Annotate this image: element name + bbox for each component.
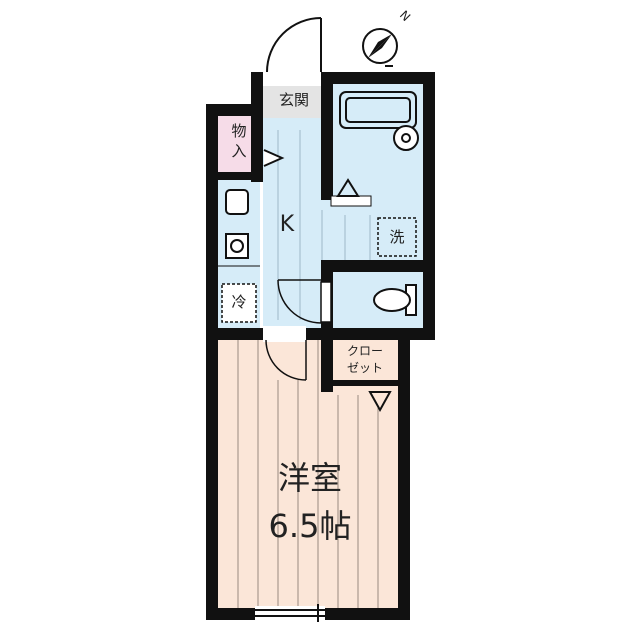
storage-label-2: 入 <box>231 142 247 160</box>
fridge-box <box>221 283 257 323</box>
toilet-icon <box>373 284 417 316</box>
washer-label: 洗 <box>389 228 405 246</box>
entrance-floor <box>263 84 323 118</box>
fridge-label: 冷 <box>231 293 247 311</box>
kitchen-sink <box>225 189 249 215</box>
closet-label-2: ゼット <box>346 361 383 375</box>
entrance-label: 玄関 <box>278 91 309 109</box>
room-name: 洋室 <box>277 459 342 497</box>
bathtub-icon <box>339 91 417 129</box>
stove-icon <box>225 233 249 259</box>
floor-planks <box>237 340 379 608</box>
room-size: 6.5帖 <box>268 507 352 545</box>
sink-icon <box>393 125 419 151</box>
washroom-floor <box>320 196 423 266</box>
room-door-swing-icon <box>265 339 307 381</box>
closet-label-1: クロー <box>346 344 383 358</box>
door-swing-icon <box>266 17 322 73</box>
washer-box <box>377 217 417 257</box>
walls <box>206 72 435 620</box>
kitchen-label: K <box>279 212 295 237</box>
storage-label-1: 物 <box>231 122 247 140</box>
compass-icon <box>362 28 398 64</box>
